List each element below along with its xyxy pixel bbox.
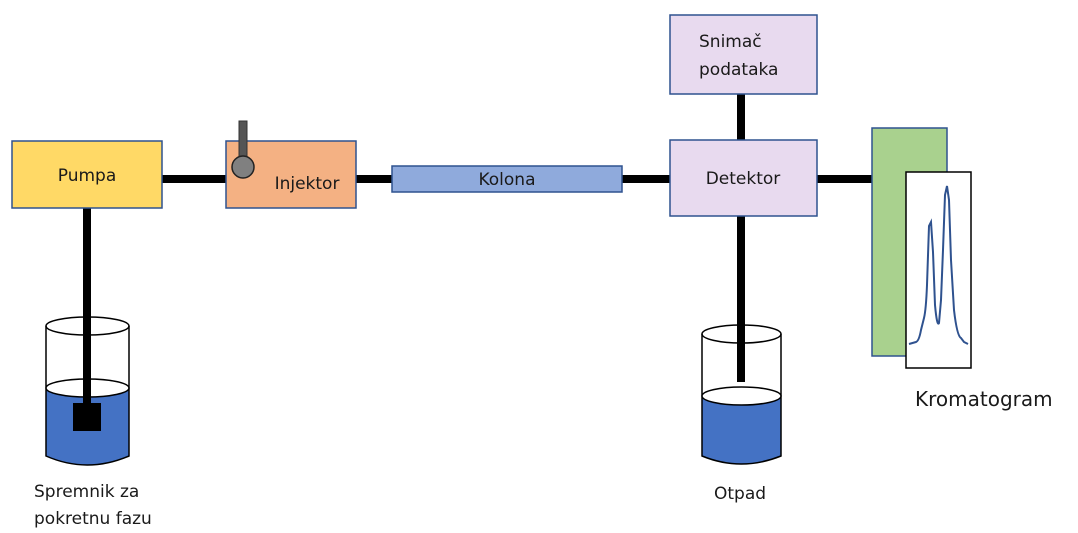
waste-beaker bbox=[701, 324, 782, 465]
pump-box: Pumpa bbox=[11, 140, 163, 209]
column-label: Kolona bbox=[478, 170, 535, 190]
chromatogram-label: Kromatogram bbox=[915, 387, 1053, 411]
recorder-box: Snimač podataka bbox=[669, 14, 818, 95]
pump-label: Pumpa bbox=[58, 166, 117, 186]
waste-label: Otpad bbox=[714, 484, 767, 504]
reservoir-label-line2: pokretnu fazu bbox=[34, 509, 152, 529]
injector-handle bbox=[231, 120, 255, 179]
recorder-label-line1: Snimač bbox=[699, 32, 762, 52]
chromatogram-trace bbox=[908, 185, 969, 345]
recorder-label-line2: podataka bbox=[699, 60, 778, 80]
injector-label: Injektor bbox=[275, 174, 340, 194]
detector-label: Detektor bbox=[706, 169, 781, 189]
detector-box: Detektor bbox=[669, 139, 818, 217]
reservoir-label-line1: Spremnik za bbox=[34, 482, 140, 502]
reservoir-beaker bbox=[45, 316, 130, 466]
chromatogram-panel bbox=[871, 127, 972, 369]
column-box: Kolona bbox=[391, 165, 623, 193]
inlet-filter bbox=[73, 403, 101, 431]
reservoir-label: Spremnik za pokretnu fazu bbox=[34, 479, 152, 533]
